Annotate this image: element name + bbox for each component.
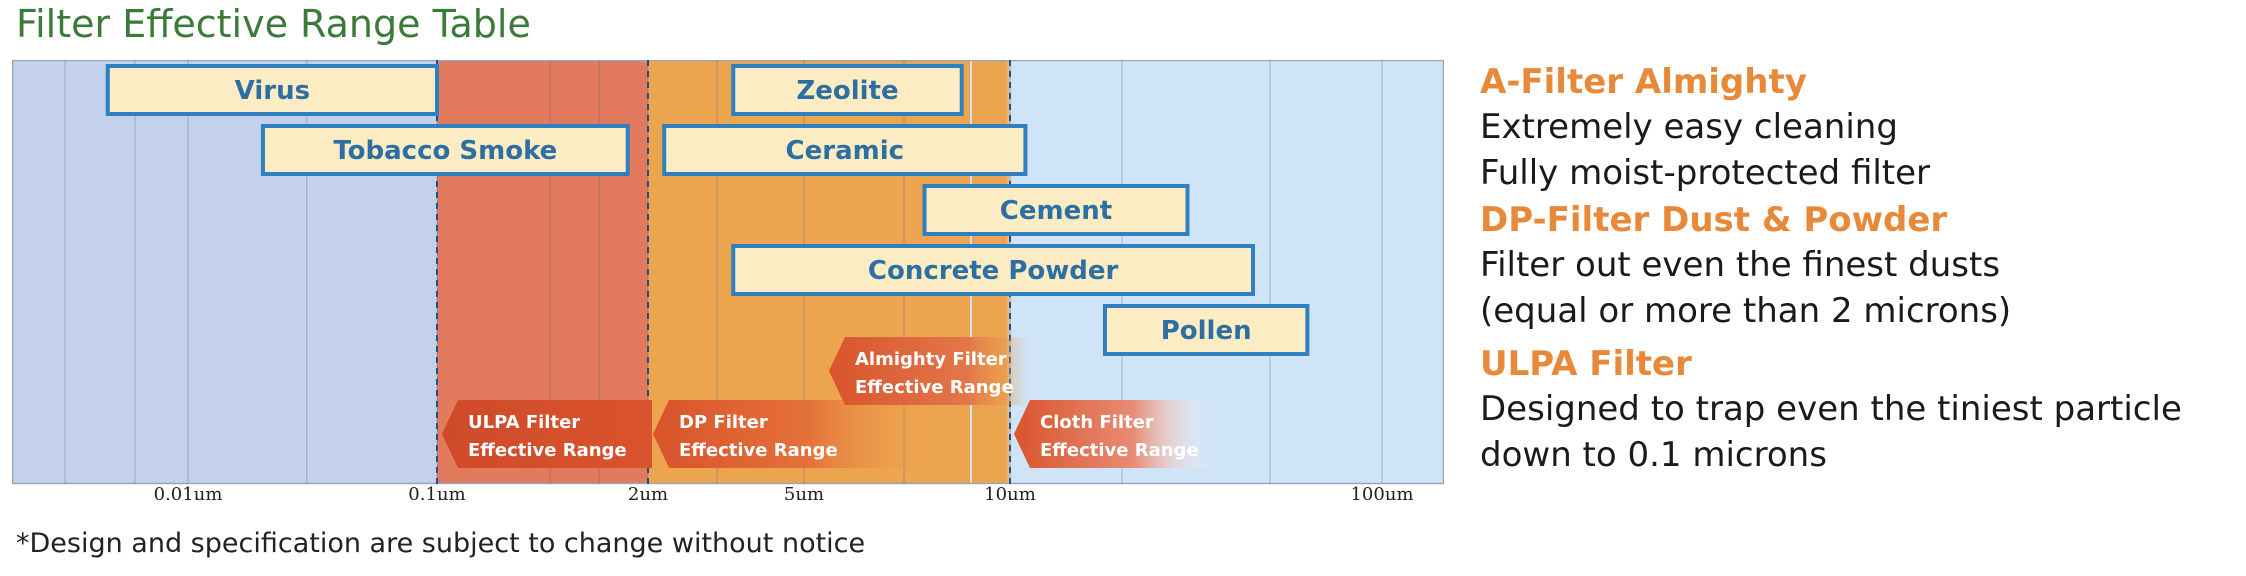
effective-range-arrow-shape (829, 337, 1029, 405)
filter-description-line: Filter out even the finest dusts (1480, 245, 2001, 285)
effective-range-label-line2: Effective Range (1040, 440, 1199, 461)
x-tick-label: 0.01µm (154, 484, 223, 500)
filter-heading: ULPA Filter (1480, 344, 1692, 384)
particle-bar: Ceramic (662, 124, 1028, 176)
x-tick-label: 5µm (784, 484, 824, 500)
particle-bar-rect (260, 124, 630, 176)
filter-description-line: Extremely easy cleaning (1480, 107, 1898, 147)
particle-bar: Zeolite (731, 64, 964, 116)
effective-range-label-line2: Effective Range (468, 440, 627, 461)
particle-bar-label: Zeolite (796, 76, 898, 106)
page-title: Filter Effective Range Table (16, 2, 531, 46)
particle-bar-label: Virus (235, 76, 310, 106)
particle-bar-label: Tobacco Smoke (333, 136, 557, 166)
particle-bar-label: Ceramic (786, 136, 905, 166)
filter-block-almighty: A-Filter Almighty Extremely easy cleanin… (1480, 60, 2240, 196)
effective-range-label-line1: DP Filter (679, 412, 768, 433)
x-tick-label: 10µm (984, 484, 1036, 500)
particle-bar-rect (731, 244, 1255, 296)
particle-bar-label: Concrete Powder (868, 256, 1119, 286)
zone-below-ulpa (12, 60, 437, 484)
particle-bar: Concrete Powder (731, 244, 1255, 296)
effective-range-arrow-shape (1014, 400, 1214, 468)
effective-range-label-line2: Effective Range (855, 377, 1014, 398)
x-tick-label: 0.1µm (408, 484, 465, 500)
effective-range-arrow-shape (653, 400, 933, 468)
effective-range-arrow-shape (442, 400, 652, 468)
filter-heading: A-Filter Almighty (1480, 62, 1807, 102)
particle-bar-rect (922, 184, 1190, 236)
particle-bar-rect (105, 64, 439, 116)
x-tick-label: 2µm (628, 484, 668, 500)
effective-range-label-line2: Effective Range (679, 440, 838, 461)
plot-border (12, 60, 1444, 485)
particle-bar: Tobacco Smoke (260, 124, 630, 176)
particle-bar-rect (731, 64, 964, 116)
filter-heading: DP-Filter Dust & Powder (1480, 200, 1948, 240)
filter-block-dp: DP-Filter Dust & Powder Filter out even … (1480, 198, 2240, 334)
filter-description-line: (equal or more than 2 microns) (1480, 291, 2012, 331)
effective-range-label-line1: Almighty Filter (855, 349, 1007, 370)
particle-bar: Pollen (1102, 304, 1310, 356)
particle-bar-rect (1102, 304, 1310, 356)
footnote: *Design and specification are subject to… (16, 528, 866, 559)
filter-description-line: Fully moist-protected filter (1480, 153, 1931, 193)
particle-bar: Cement (922, 184, 1190, 236)
filter-descriptions: A-Filter Almighty Extremely easy cleanin… (1480, 60, 2240, 480)
particle-bar: Virus (105, 64, 439, 116)
x-axis-ticks: 0.01µm 0.1µm 2µm 5µm 10µm 100µm (154, 484, 1414, 500)
x-tick-label: 100µm (1350, 484, 1413, 500)
particle-bar-rect (662, 124, 1028, 176)
effective-range-label-line1: Cloth Filter (1040, 412, 1154, 433)
filter-description-line: Designed to trap even the tiniest partic… (1480, 389, 2182, 429)
particle-bar-label: Pollen (1161, 316, 1252, 346)
effective-range-label-line1: ULPA Filter (468, 412, 580, 433)
filter-description-line: down to 0.1 microns (1480, 435, 1827, 475)
filter-block-ulpa: ULPA Filter Designed to trap even the ti… (1480, 342, 2240, 478)
particle-bar-label: Cement (1000, 196, 1112, 226)
